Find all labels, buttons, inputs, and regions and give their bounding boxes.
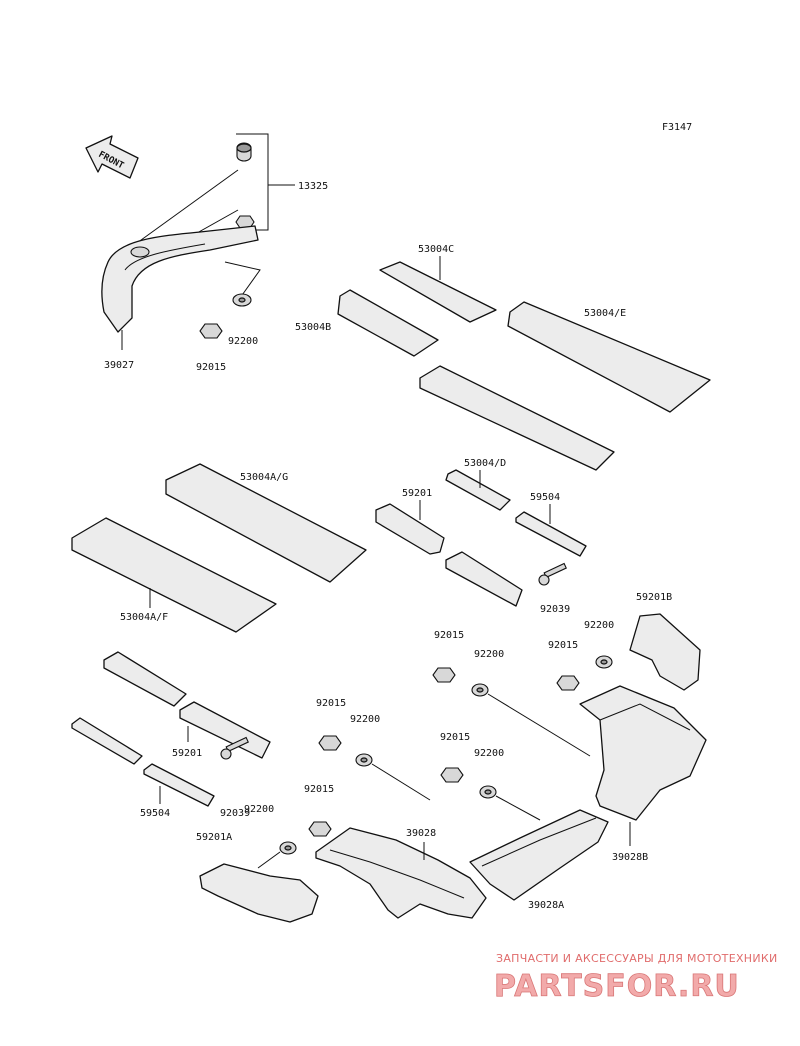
mat-53004AG — [165, 463, 367, 583]
part-59201B — [629, 613, 701, 691]
part-59201A — [199, 863, 319, 923]
label-92015-f: 92015 — [304, 784, 334, 795]
nut-92015-a-icon — [199, 323, 223, 339]
mat-53004C — [379, 261, 497, 323]
label-53004AF: 53004A/F — [120, 612, 168, 623]
label-13325: 13325 — [298, 181, 328, 192]
mat-53004D — [445, 469, 511, 511]
nut-92015-c-icon — [556, 675, 580, 691]
label-59201-a: 59201 — [402, 488, 432, 499]
label-39028A: 39028A — [528, 900, 564, 911]
label-59504-b: 59504 — [140, 808, 170, 819]
label-53004D: 53004/D — [464, 458, 506, 469]
nut-92015-e-icon — [440, 767, 464, 783]
label-92200-f: 92200 — [244, 804, 274, 815]
label-92200-d: 92200 — [350, 714, 380, 725]
label-92200-c: 92200 — [584, 620, 614, 631]
label-92015-c: 92015 — [548, 640, 578, 651]
label-92015-d: 92015 — [316, 698, 346, 709]
part-39028B — [579, 685, 707, 821]
front-arrow-icon: FRONT — [85, 135, 139, 179]
label-53004AG: 53004A/G — [240, 472, 288, 483]
nut-92015-b-icon — [432, 667, 456, 683]
mat-53004B — [337, 289, 439, 357]
label-53004E: 53004/E — [584, 308, 626, 319]
part-39028A — [469, 809, 609, 901]
mat-53004-large — [419, 365, 615, 471]
part-39028 — [315, 827, 487, 919]
part-39027 — [101, 225, 261, 333]
rivet-92039-b-icon — [220, 736, 249, 760]
rivet-92039-a-icon — [538, 562, 567, 586]
strip-59201-upper — [375, 503, 523, 607]
label-39028: 39028 — [406, 828, 436, 839]
nut-92015-d-icon — [318, 735, 342, 751]
label-92200-e: 92200 — [474, 748, 504, 759]
label-39027: 39027 — [104, 360, 134, 371]
label-59201B: 59201B — [636, 592, 672, 603]
mat-53004AF — [71, 517, 277, 633]
label-92015-e: 92015 — [440, 732, 470, 743]
strip-59504-lower — [71, 717, 215, 807]
watermark-logo: PARTSFOR.RU — [494, 969, 740, 1004]
label-92015-a: 92015 — [196, 362, 226, 373]
mat-53004E — [507, 301, 711, 413]
label-92200-b: 92200 — [474, 649, 504, 660]
strip-59504-upper — [515, 511, 587, 557]
label-53004B: 53004B — [295, 322, 331, 333]
strip-59201-lower — [103, 651, 271, 759]
label-59201A: 59201A — [196, 832, 232, 843]
watermark-caption: ЗАПЧАСТИ И АКСЕССУАРЫ ДЛЯ МОТОТЕХНИКИ — [496, 952, 778, 965]
label-92039-b: 92039 — [220, 808, 250, 819]
label-59201-b: 59201 — [172, 748, 202, 759]
label-39028B: 39028B — [612, 852, 648, 863]
label-92200-a: 92200 — [228, 336, 258, 347]
label-59504-a: 59504 — [530, 492, 560, 503]
label-92039-a: 92039 — [540, 604, 570, 615]
label-53004C: 53004C — [418, 244, 454, 255]
nut-92015-f-icon — [308, 821, 332, 837]
label-92015-b: 92015 — [434, 630, 464, 641]
watermark: ЗАПЧАСТИ И АКСЕССУАРЫ ДЛЯ МОТОТЕХНИКИ PA… — [494, 952, 778, 1004]
figure-code: F3147 — [662, 122, 692, 133]
